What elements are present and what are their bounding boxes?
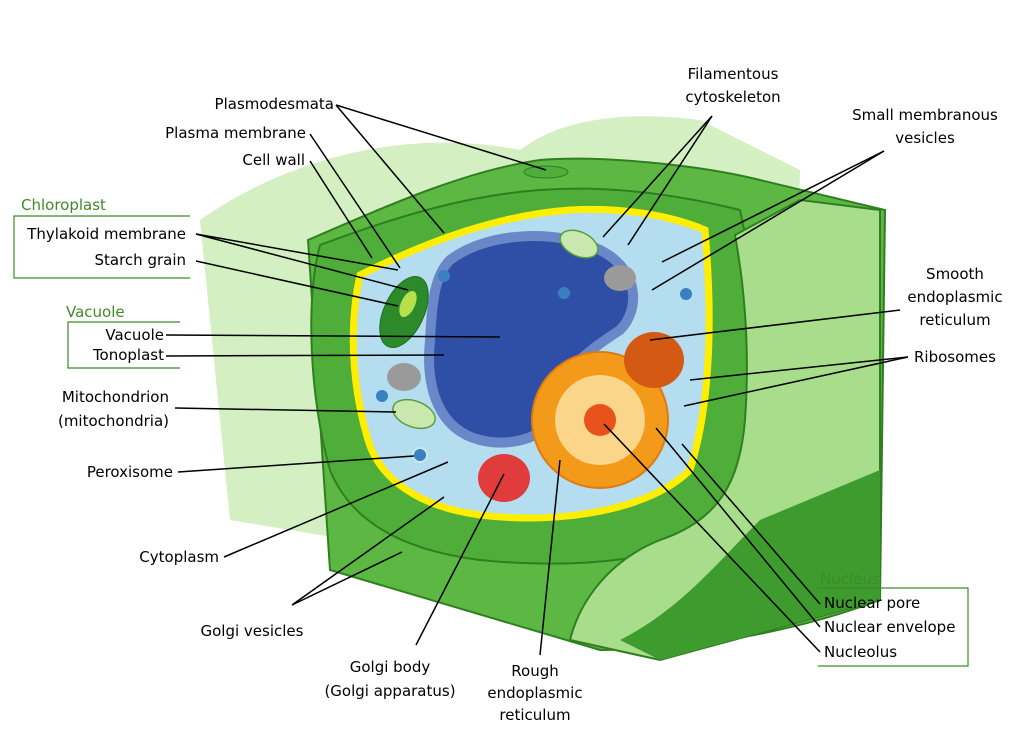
label-tonoplast: Tonoplast xyxy=(92,346,164,364)
golgi-shape xyxy=(478,454,530,502)
mitochondrion-shape-1 xyxy=(392,398,436,430)
vacuole-box xyxy=(67,321,180,369)
label-rough-er-2: endoplasmic xyxy=(487,684,582,702)
grey-vesicle-1 xyxy=(387,363,421,391)
label-small-vesicles-1: Small membranous xyxy=(852,106,998,124)
label-golgi-vesicles: Golgi vesicles xyxy=(201,622,304,640)
cell-wall-cut-dark xyxy=(620,470,880,660)
label-nuclear-pore: Nuclear pore xyxy=(824,594,920,612)
label-starch-grain: Starch grain xyxy=(94,251,186,269)
leader-lines xyxy=(165,104,909,656)
label-mitochondria: (mitochondria) xyxy=(58,412,169,430)
cell-illustration xyxy=(200,116,887,662)
label-cell-wall: Cell wall xyxy=(242,151,305,169)
plasmodesmata-shape xyxy=(523,165,569,179)
label-smooth-er-1: Smooth xyxy=(926,265,984,283)
starch-grain-shape xyxy=(399,290,417,318)
label-golgi-body: Golgi body xyxy=(350,658,431,676)
label-ribosomes: Ribosomes xyxy=(914,348,996,366)
blue-vesicle-4 xyxy=(558,287,570,299)
smooth-er-shape xyxy=(624,332,684,388)
label-filamentous-1: Filamentous xyxy=(688,65,779,83)
label-nuclear-envelope: Nuclear envelope xyxy=(824,618,955,636)
label-smooth-er-2: endoplasmic xyxy=(907,288,1002,306)
labels: Plasmodesmata Plasma membrane Cell wall … xyxy=(21,65,1003,724)
group-title-vacuole: Vacuole xyxy=(66,303,125,321)
label-smooth-er-3: reticulum xyxy=(919,311,990,329)
label-nucleolus: Nucleolus xyxy=(824,643,897,661)
label-small-vesicles-2: vesicles xyxy=(895,129,955,147)
label-mitochondrion: Mitochondrion xyxy=(62,388,169,406)
label-rough-er-3: reticulum xyxy=(499,706,570,724)
label-rough-er-1: Rough xyxy=(511,662,558,680)
grey-vesicle-2 xyxy=(604,265,636,291)
nucleus-box xyxy=(818,587,969,667)
blue-vesicle-3 xyxy=(680,288,692,300)
peroxisome-shape xyxy=(412,447,428,463)
label-plasmodesmata: Plasmodesmata xyxy=(215,95,334,113)
label-vacuole: Vacuole xyxy=(105,326,164,344)
group-boxes xyxy=(13,215,969,667)
label-plasma-membrane: Plasma membrane xyxy=(165,124,306,142)
label-thylakoid-membrane: Thylakoid membrane xyxy=(26,225,186,243)
label-cytoplasm: Cytoplasm xyxy=(139,548,219,566)
group-title-nucleus: Nucleus xyxy=(820,570,880,588)
label-golgi-apparatus: (Golgi apparatus) xyxy=(324,682,455,700)
label-peroxisome: Peroxisome xyxy=(87,463,173,481)
blue-vesicle-1 xyxy=(438,270,450,282)
group-title-chloroplast: Chloroplast xyxy=(21,196,106,214)
chloroplast-box xyxy=(13,215,190,279)
blue-vesicle-2 xyxy=(376,390,388,402)
mitochondrion-shape-2 xyxy=(559,229,599,259)
label-filamentous-2: cytoskeleton xyxy=(685,88,780,106)
